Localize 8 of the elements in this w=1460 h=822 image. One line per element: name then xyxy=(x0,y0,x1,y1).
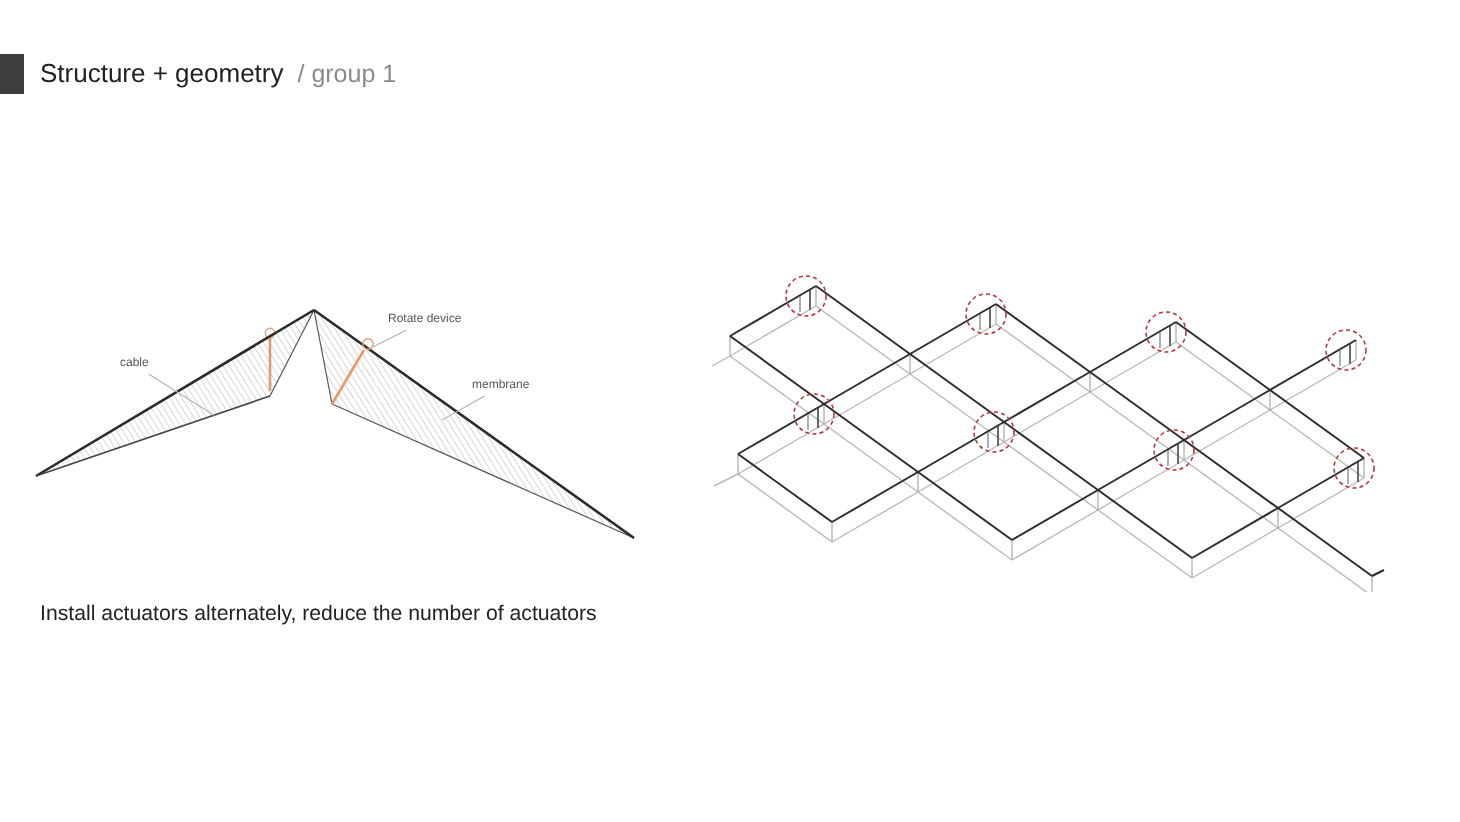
leader-line xyxy=(441,395,486,421)
subtitle: / group 1 xyxy=(297,60,397,88)
leader-line xyxy=(148,373,215,416)
leader-line xyxy=(372,329,408,348)
caption: Install actuators alternately, reduce the number of actuators xyxy=(40,602,597,626)
cable-line xyxy=(35,395,271,477)
title: Structure + geometry xyxy=(40,58,284,88)
rotate-device xyxy=(330,338,374,405)
